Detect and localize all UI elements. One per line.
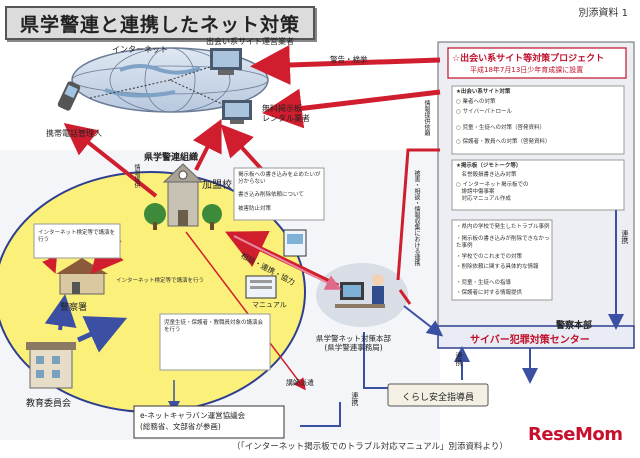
arrow-warning	[250, 45, 441, 85]
mobile-operator-label: 携帯電話管理人	[46, 129, 102, 138]
arrow-school-to-bbs	[192, 118, 222, 171]
project-item: ○ サイバーパトロール	[456, 109, 513, 115]
cyber-center-label: サイバー犯罪対策センター	[470, 335, 590, 346]
project-item: ○ 保護者・教員への対策（啓発資料）	[456, 139, 551, 145]
police-hq-note: ・県内の学校で発生したトラブル事例	[456, 224, 550, 230]
arrow-hq-to-project	[396, 148, 440, 281]
police-hq-note: ・児童・生徒への指導	[456, 280, 512, 286]
police-station-label: 警察署	[60, 303, 88, 313]
project-subtitle: 平成18年7月13日少年育成課に設置	[470, 66, 584, 74]
education-board-icon	[26, 342, 76, 389]
correspond-left-label: 情報提供	[133, 164, 140, 188]
member-school-label: 加盟校	[202, 180, 232, 191]
arrow-info-request	[262, 88, 441, 129]
project-item: ★出会い系サイト対策	[456, 89, 511, 95]
arrow-lecturer	[185, 231, 306, 391]
caravan-note-box	[159, 313, 271, 371]
school-org-label: 県学警連組織	[144, 153, 199, 163]
caravan-note: 児童生徒・保護者・教職員対象の講演会を行う	[164, 320, 264, 333]
school-note: 書き込み削除依頼について	[238, 192, 304, 198]
mobile-phone-icon	[57, 81, 81, 111]
operator-computer-icon	[210, 48, 242, 75]
project-item: ★掲示板（ジモトーク等）	[456, 163, 522, 169]
project-item: ○ インターネット掲示板での 誹謗中傷事案 対応マニュアル作成	[456, 182, 529, 202]
liaison-label-far-right: 連携	[621, 230, 629, 244]
school-note-box	[233, 167, 325, 221]
hq-icon	[316, 263, 408, 327]
school-building-icon	[144, 163, 222, 230]
arrow-school-to-phone	[63, 123, 158, 198]
caravan-box	[133, 405, 285, 439]
liaison-label-right: 連携	[455, 352, 463, 366]
police-internet-note: インターネット検定等で講演を行う	[116, 278, 205, 284]
liaison-label-left: 連携	[351, 392, 359, 406]
police-hq-note: ・保護者に対する情報提供	[456, 290, 523, 296]
bbs-rental-computer-icon	[222, 100, 252, 124]
project-header-box	[447, 47, 627, 79]
kurashi-box	[387, 383, 489, 407]
internet-label: インターネット	[112, 45, 168, 54]
project-item: 名誉毀損書き込み対策	[456, 172, 517, 178]
resemom-logo: ReseMom	[528, 424, 623, 445]
manual-label: マニュアル	[252, 301, 287, 309]
vertical-info-label: 被害・相談・情報収集における連携	[413, 170, 420, 266]
police-hq-label: 警察本部	[556, 321, 593, 331]
project-title: ☆出会い系サイト等対策プロジェクト	[452, 54, 605, 64]
page-title: 県学警連と連携したネット対策	[19, 13, 300, 36]
caravan-label: e-ネットキャラバン運営協議会 (総務省、文部省が参画)	[140, 411, 246, 431]
police-hq-note: ・掲示板の書き込みが削除できなかった事例	[456, 236, 550, 249]
dating-measures-box	[451, 85, 625, 155]
bbs-rental-label: 無料掲示板 レンタル業者	[262, 104, 310, 123]
education-board-label: 教育委員会	[26, 399, 72, 409]
title-banner: 県学警連と連携したネット対策	[5, 6, 315, 40]
warning-arrest-label: 警告・検挙	[330, 55, 368, 64]
police-hq-note: ・学校でのこれまでの対策	[456, 254, 523, 260]
police-note: インターネット検定等で講演を行う	[38, 230, 116, 243]
dating-site-operator-label: 出会い系サイト運営業者	[206, 37, 294, 46]
project-item: ○ 児童・生徒への対策（啓発資料）	[456, 125, 546, 131]
school-note: 被害防止対策	[238, 206, 272, 212]
arrow-board-to-police	[76, 316, 128, 353]
manual-icon	[245, 229, 307, 299]
cyber-center-box	[437, 325, 635, 349]
bbs-measures-box	[451, 159, 625, 211]
police-note-box	[33, 223, 121, 259]
lecturer-dispatch-label: 講師派遣	[286, 379, 314, 387]
school-note: 掲示板への書き込みを止めたいが分からない	[238, 172, 321, 185]
kurashi-label: くらし安全指導員	[402, 393, 475, 403]
project-item: ○ 業者への対策	[456, 99, 496, 105]
police-notes-box	[451, 219, 553, 301]
source-caption: （「インターネット掲示板でのトラブル対応マニュアル」別添資料より）	[232, 442, 508, 452]
attachment-label: 別添資料 1	[578, 8, 628, 19]
hq-label: 県学警ネット対策本部 (県学警連事務局)	[316, 334, 391, 352]
info-request-label: 情報提供依頼	[423, 100, 430, 136]
police-hq-note: ・削除依頼に関する具体的な情報	[456, 264, 539, 270]
